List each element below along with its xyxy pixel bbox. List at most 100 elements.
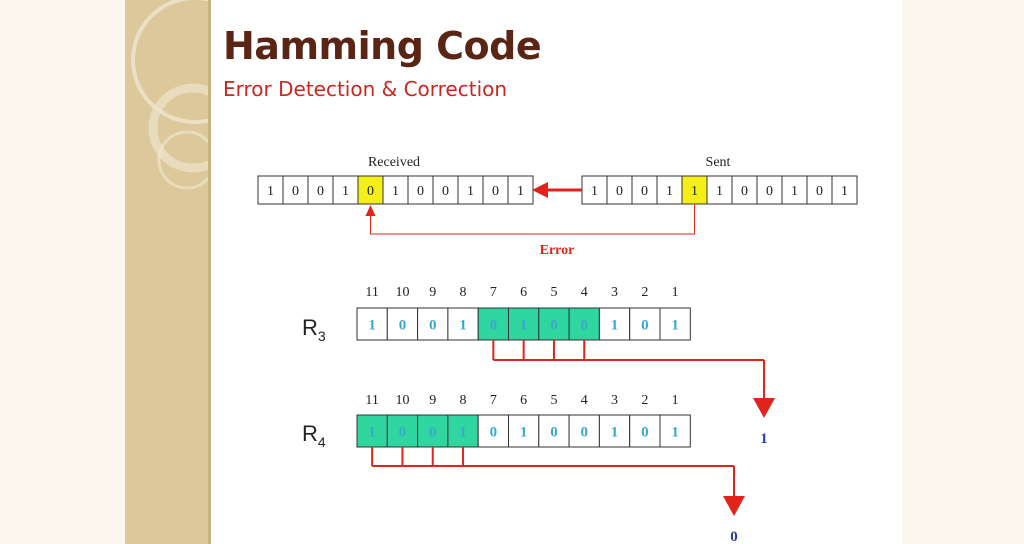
r4-bit: 0 bbox=[641, 424, 649, 440]
position-number: 2 bbox=[641, 285, 648, 300]
sent-label: Sent bbox=[706, 155, 731, 170]
r4-cell bbox=[386, 414, 419, 448]
r4-bit: 1 bbox=[368, 424, 376, 440]
position-number: 5 bbox=[550, 285, 557, 300]
sent-bit: 1 bbox=[666, 184, 673, 199]
r4-bit: 1 bbox=[611, 424, 619, 440]
r3-parity-lines bbox=[492, 340, 775, 418]
r3-bit: 1 bbox=[368, 317, 376, 333]
sent-cell bbox=[806, 175, 833, 205]
sent-bit: 0 bbox=[766, 184, 773, 199]
page-subtitle: Error Detection & Correction bbox=[223, 77, 508, 101]
position-number: 3 bbox=[611, 393, 618, 408]
top-arrows bbox=[365, 182, 695, 235]
received-bit: 0 bbox=[367, 184, 374, 199]
sent-cell bbox=[831, 175, 858, 205]
position-number: 9 bbox=[429, 285, 436, 300]
received-cell bbox=[432, 175, 459, 205]
r4-cell bbox=[659, 414, 691, 448]
position-number: 8 bbox=[460, 285, 467, 300]
received-bit: 1 bbox=[517, 184, 524, 199]
r3-cell bbox=[659, 307, 691, 341]
r4-parity-lines bbox=[371, 447, 745, 516]
r3-cell bbox=[477, 307, 510, 341]
sent-bit: 0 bbox=[816, 184, 823, 199]
decorative-circles bbox=[131, 0, 211, 190]
r3-bit: 1 bbox=[611, 317, 619, 333]
r3-cell bbox=[508, 307, 540, 341]
error-label: Error bbox=[540, 243, 575, 258]
r4-bit: 1 bbox=[459, 424, 467, 440]
position-number: 7 bbox=[490, 393, 497, 408]
position-number: 11 bbox=[365, 393, 378, 408]
position-number: 3 bbox=[611, 285, 618, 300]
r3-cell bbox=[568, 307, 600, 341]
page-title: Hamming Code bbox=[223, 24, 542, 68]
sent-cell bbox=[731, 175, 758, 205]
received-label: Received bbox=[368, 155, 420, 170]
received-bit: 1 bbox=[467, 184, 474, 199]
sent-cell bbox=[781, 175, 808, 205]
position-number: 1 bbox=[672, 285, 679, 300]
r3-bit: 0 bbox=[550, 317, 558, 333]
received-bit: 1 bbox=[392, 184, 399, 199]
r4-bit: 0 bbox=[490, 424, 498, 440]
r4-arrowhead bbox=[723, 496, 745, 516]
r4-bit: 0 bbox=[429, 424, 437, 440]
r3-cell bbox=[629, 307, 661, 341]
r3-label: R3 bbox=[302, 315, 326, 344]
sent-bit: 1 bbox=[841, 184, 848, 199]
r3-cell bbox=[356, 307, 388, 341]
sent-cell bbox=[631, 175, 658, 205]
position-number: 7 bbox=[490, 285, 497, 300]
sent-cell bbox=[756, 175, 783, 205]
position-number: 2 bbox=[641, 393, 648, 408]
r3-bit: 0 bbox=[581, 317, 589, 333]
r4-bit: 0 bbox=[399, 424, 407, 440]
r4-bit: 1 bbox=[671, 424, 679, 440]
sent-bit: 0 bbox=[641, 184, 648, 199]
r4-cell bbox=[477, 414, 510, 448]
sent-to-received-arrowhead bbox=[532, 182, 548, 198]
r3-cell bbox=[538, 307, 570, 341]
position-number: 4 bbox=[581, 393, 588, 408]
received-bit: 0 bbox=[442, 184, 449, 199]
received-bit: 0 bbox=[492, 184, 499, 199]
sent-bit: 1 bbox=[591, 184, 598, 199]
position-number: 10 bbox=[395, 285, 409, 300]
sent-cell bbox=[706, 175, 733, 205]
r4-cell bbox=[447, 414, 479, 448]
sent-cell bbox=[606, 175, 633, 205]
r4-bit: 0 bbox=[581, 424, 589, 440]
sent-bit: 1 bbox=[716, 184, 723, 199]
position-number: 10 bbox=[395, 393, 409, 408]
error-arrowhead bbox=[365, 205, 376, 216]
r4-cell bbox=[508, 414, 540, 448]
slide: Hamming Code Error Detection & Correctio… bbox=[125, 0, 902, 544]
r3-bit: 0 bbox=[429, 317, 437, 333]
r4-label: R4 bbox=[302, 421, 326, 450]
r4-cell bbox=[538, 414, 570, 448]
r3-result: 1 bbox=[760, 431, 768, 447]
r4-bit: 0 bbox=[550, 424, 558, 440]
r3-arrowhead bbox=[753, 398, 775, 418]
r3-bit: 0 bbox=[490, 317, 498, 333]
sent-cell bbox=[581, 175, 608, 205]
position-number: 6 bbox=[520, 285, 527, 300]
position-number: 9 bbox=[429, 393, 436, 408]
r3-bit: 1 bbox=[459, 317, 467, 333]
sent-bit: 0 bbox=[616, 184, 623, 199]
sent-bit: 0 bbox=[741, 184, 748, 199]
sent-bit: 1 bbox=[791, 184, 798, 199]
received-cell bbox=[357, 175, 384, 205]
position-number: 8 bbox=[460, 393, 467, 408]
r3-bit: 0 bbox=[641, 317, 649, 333]
r3-bit: 1 bbox=[520, 317, 528, 333]
received-bit: 0 bbox=[292, 184, 299, 199]
received-bit: 0 bbox=[417, 184, 424, 199]
